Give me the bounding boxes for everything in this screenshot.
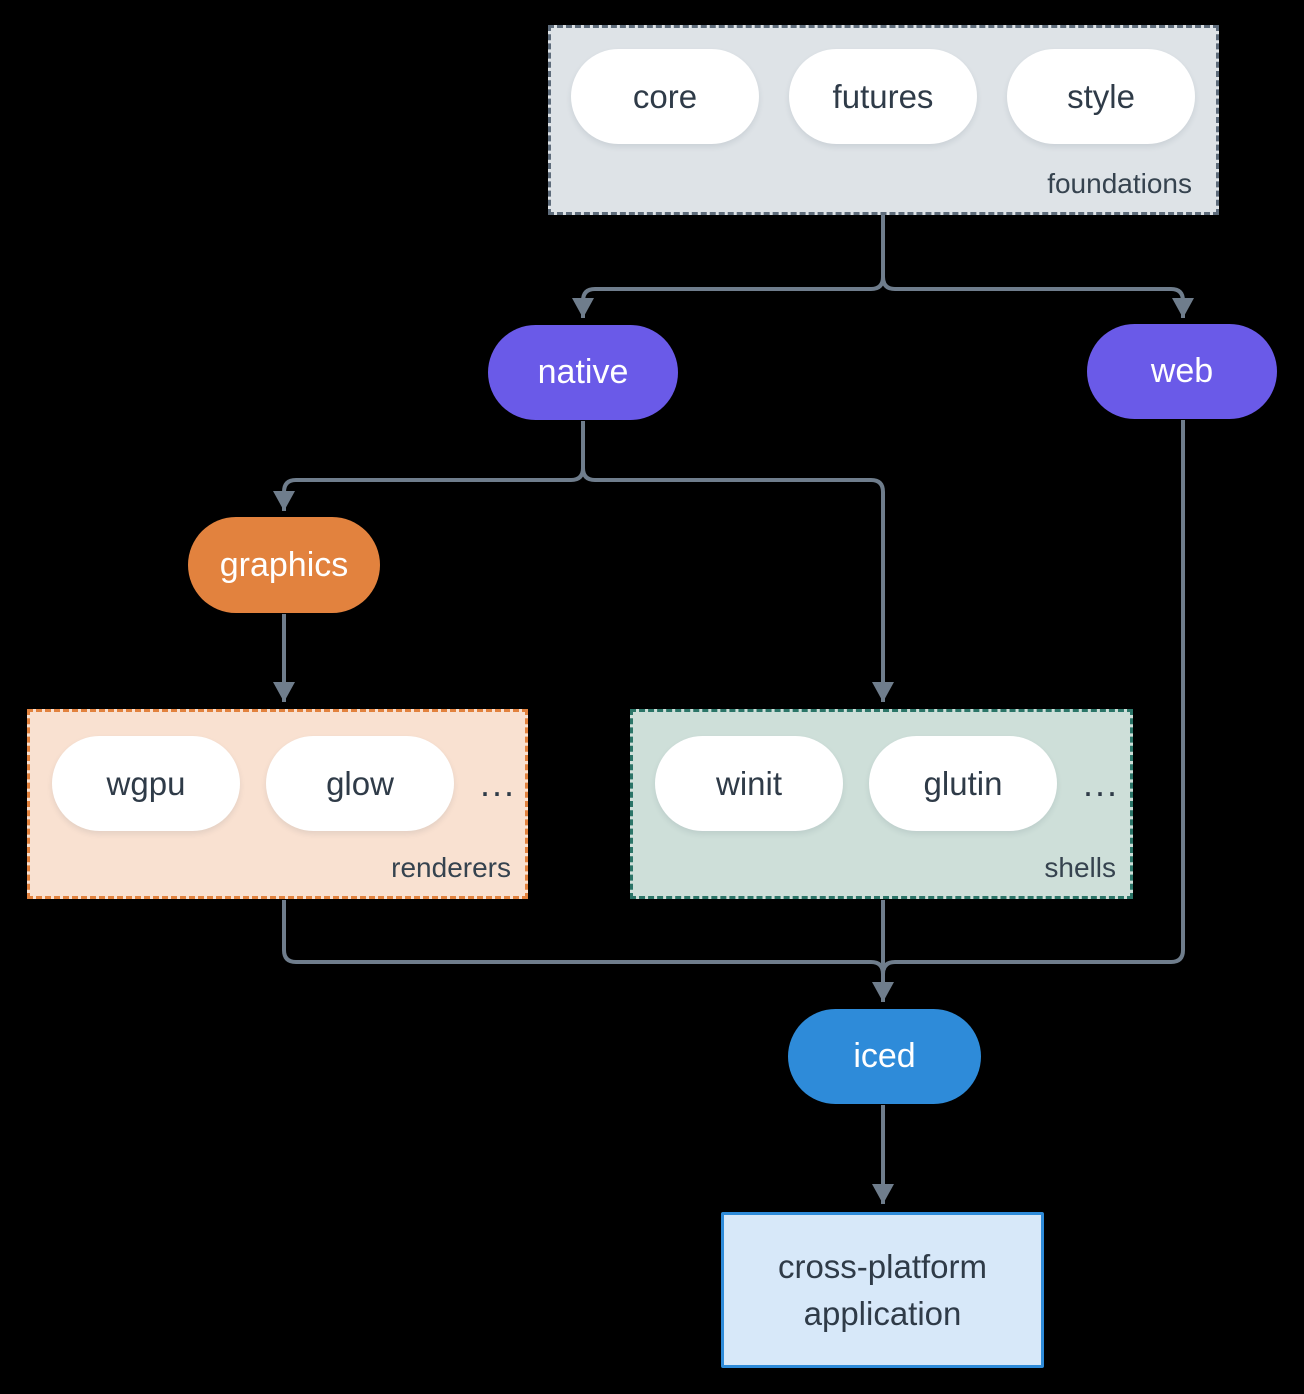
shells-ellipsis: ... — [1083, 762, 1120, 804]
shells-pill-row: winit glutin ... — [655, 736, 1119, 831]
pill-wgpu: wgpu — [52, 736, 240, 831]
edge-native-to-graphics — [273, 421, 585, 511]
renderers-ellipsis: ... — [480, 762, 517, 804]
renderers-group: wgpu glow ... renderers — [27, 709, 528, 899]
pill-glow: glow — [266, 736, 454, 831]
shells-label: shells — [1044, 852, 1116, 883]
node-native: native — [488, 325, 678, 420]
pill-glutin: glutin — [869, 736, 1057, 831]
foundations-label: foundations — [1047, 168, 1192, 199]
pill-core: core — [571, 49, 759, 144]
application-label-line1: cross-platform — [777, 1248, 988, 1285]
application-label-line2: application — [803, 1295, 962, 1332]
edge-foundations-to-native — [572, 215, 885, 318]
renderers-label: renderers — [391, 852, 511, 883]
pill-futures: futures — [789, 49, 977, 144]
renderers-pill-row: wgpu glow ... — [52, 736, 516, 831]
foundations-pill-row: core futures style — [571, 49, 1195, 144]
pill-winit: winit — [655, 736, 843, 831]
foundations-group: core futures style foundations — [548, 25, 1219, 215]
edge-foundations-to-web — [881, 215, 1194, 318]
edge-renderers-to-junction — [282, 900, 885, 975]
edge-native-to-shells — [581, 421, 894, 702]
node-web: web — [1087, 324, 1277, 419]
pill-style: style — [1007, 49, 1195, 144]
node-iced: iced — [788, 1009, 981, 1104]
node-cross-platform-application: cross-platform application — [721, 1212, 1044, 1368]
node-graphics: graphics — [188, 517, 380, 613]
shells-group: winit glutin ... shells — [630, 709, 1133, 899]
